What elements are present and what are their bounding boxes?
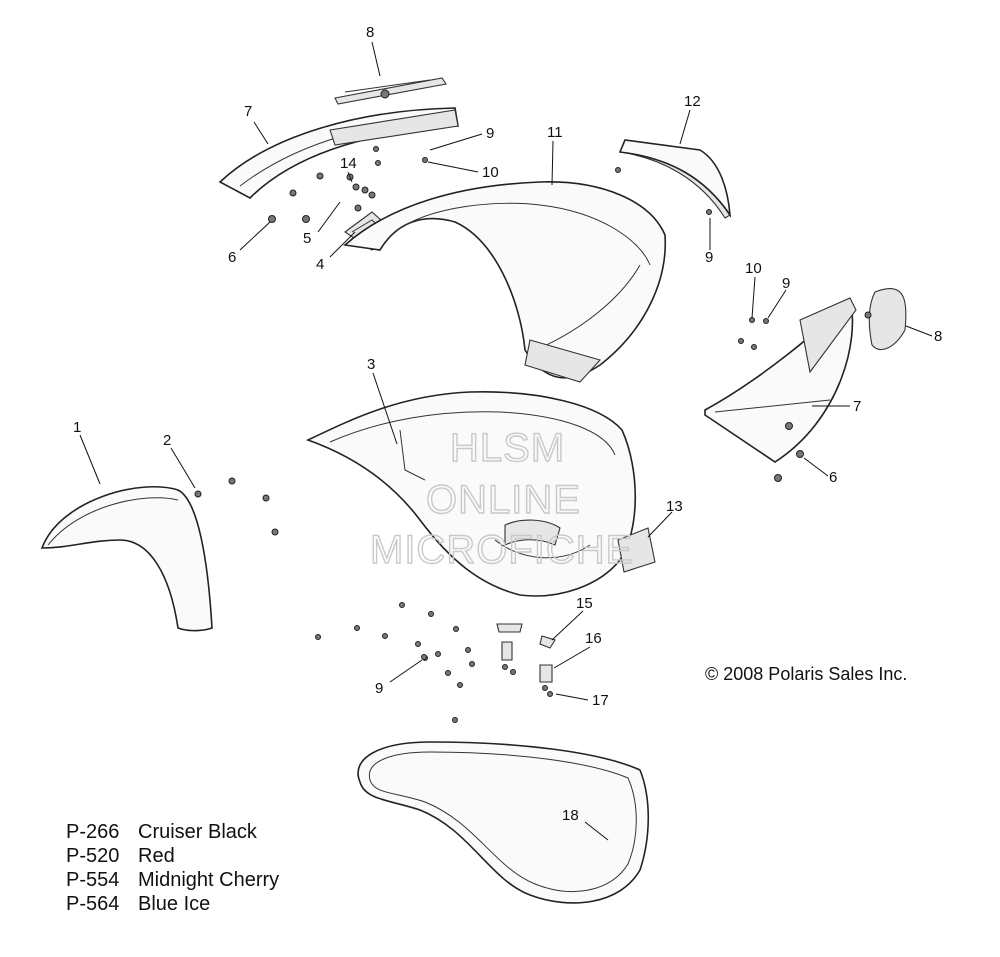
callout-13: 13 <box>666 498 683 515</box>
legend-code: P-564 <box>66 893 120 915</box>
part-1-lid-cover <box>40 486 213 632</box>
legend-row: P-266 Cruiser Black <box>66 820 279 844</box>
callout-9-right-top: 9 <box>705 249 713 266</box>
callout-7-top: 7 <box>244 103 252 120</box>
callout-17: 17 <box>592 692 609 709</box>
legend-color-name: Blue Ice <box>138 893 211 915</box>
callout-9-right: 9 <box>782 275 790 292</box>
callout-12: 12 <box>684 93 701 110</box>
watermark-line-3: MICROFICHE <box>370 528 633 572</box>
watermark-line-2: ONLINE <box>426 478 581 522</box>
part-3-saddlebag-body <box>305 391 637 597</box>
callout-1: 1 <box>73 419 81 436</box>
callout-10-top: 10 <box>482 164 499 181</box>
hardware-top <box>268 146 712 223</box>
watermark-line-1: HLSM <box>450 426 565 470</box>
legend-code: P-266 <box>66 821 120 843</box>
legend-color-name: Red <box>138 845 175 867</box>
callout-11: 11 <box>547 124 563 141</box>
callout-8-top: 8 <box>366 24 374 41</box>
callout-8-right: 8 <box>934 328 942 345</box>
callout-7-right: 7 <box>853 398 861 415</box>
part-11-lid-shell <box>343 181 667 383</box>
legend-color-name: Midnight Cherry <box>138 869 280 891</box>
callout-14: 14 <box>340 155 357 172</box>
callout-15: 15 <box>576 595 593 612</box>
color-legend: P-266 Cruiser Black P-520 Red P-554 Midn… <box>66 820 279 916</box>
callout-3: 3 <box>367 356 375 373</box>
part-7-side-trim-panel <box>704 297 857 463</box>
legend-color-name: Cruiser Black <box>138 821 257 843</box>
part-13-latch <box>617 527 656 573</box>
callout-10-right: 10 <box>745 260 762 277</box>
part-7-top-trim-panel <box>218 107 459 199</box>
hardware-bottom <box>315 602 556 723</box>
callout-4: 4 <box>316 256 324 273</box>
callout-9-top: 9 <box>486 125 494 142</box>
hardware-right <box>738 317 804 482</box>
callout-numbers: 8 7 9 14 10 11 12 5 6 4 9 10 9 8 3 7 1 2… <box>73 24 942 824</box>
legend-row: P-520 Red <box>66 844 279 868</box>
callout-16: 16 <box>585 630 602 647</box>
callout-6-right: 6 <box>829 469 837 486</box>
legend-row: P-554 Midnight Cherry <box>66 868 279 892</box>
callout-18: 18 <box>562 807 579 824</box>
legend-code: P-554 <box>66 869 120 891</box>
part-8-side-reflector <box>864 287 907 350</box>
legend-code: P-520 <box>66 845 120 867</box>
legend-row: P-564 Blue Ice <box>66 892 279 916</box>
part-18-gasket <box>357 741 650 904</box>
callout-5: 5 <box>303 230 311 247</box>
callout-9-bottom: 9 <box>375 680 383 697</box>
copyright-notice: © 2008 Polaris Sales Inc. <box>705 664 908 684</box>
callout-2: 2 <box>163 432 171 449</box>
part-12-lid-trim <box>618 139 732 219</box>
watermark: HLSM ONLINE MICROFICHE <box>369 425 633 572</box>
hardware-left <box>194 477 279 536</box>
part-8-top-reflector <box>334 77 447 105</box>
callout-6-top: 6 <box>228 249 236 266</box>
leader-lines <box>79 41 933 841</box>
